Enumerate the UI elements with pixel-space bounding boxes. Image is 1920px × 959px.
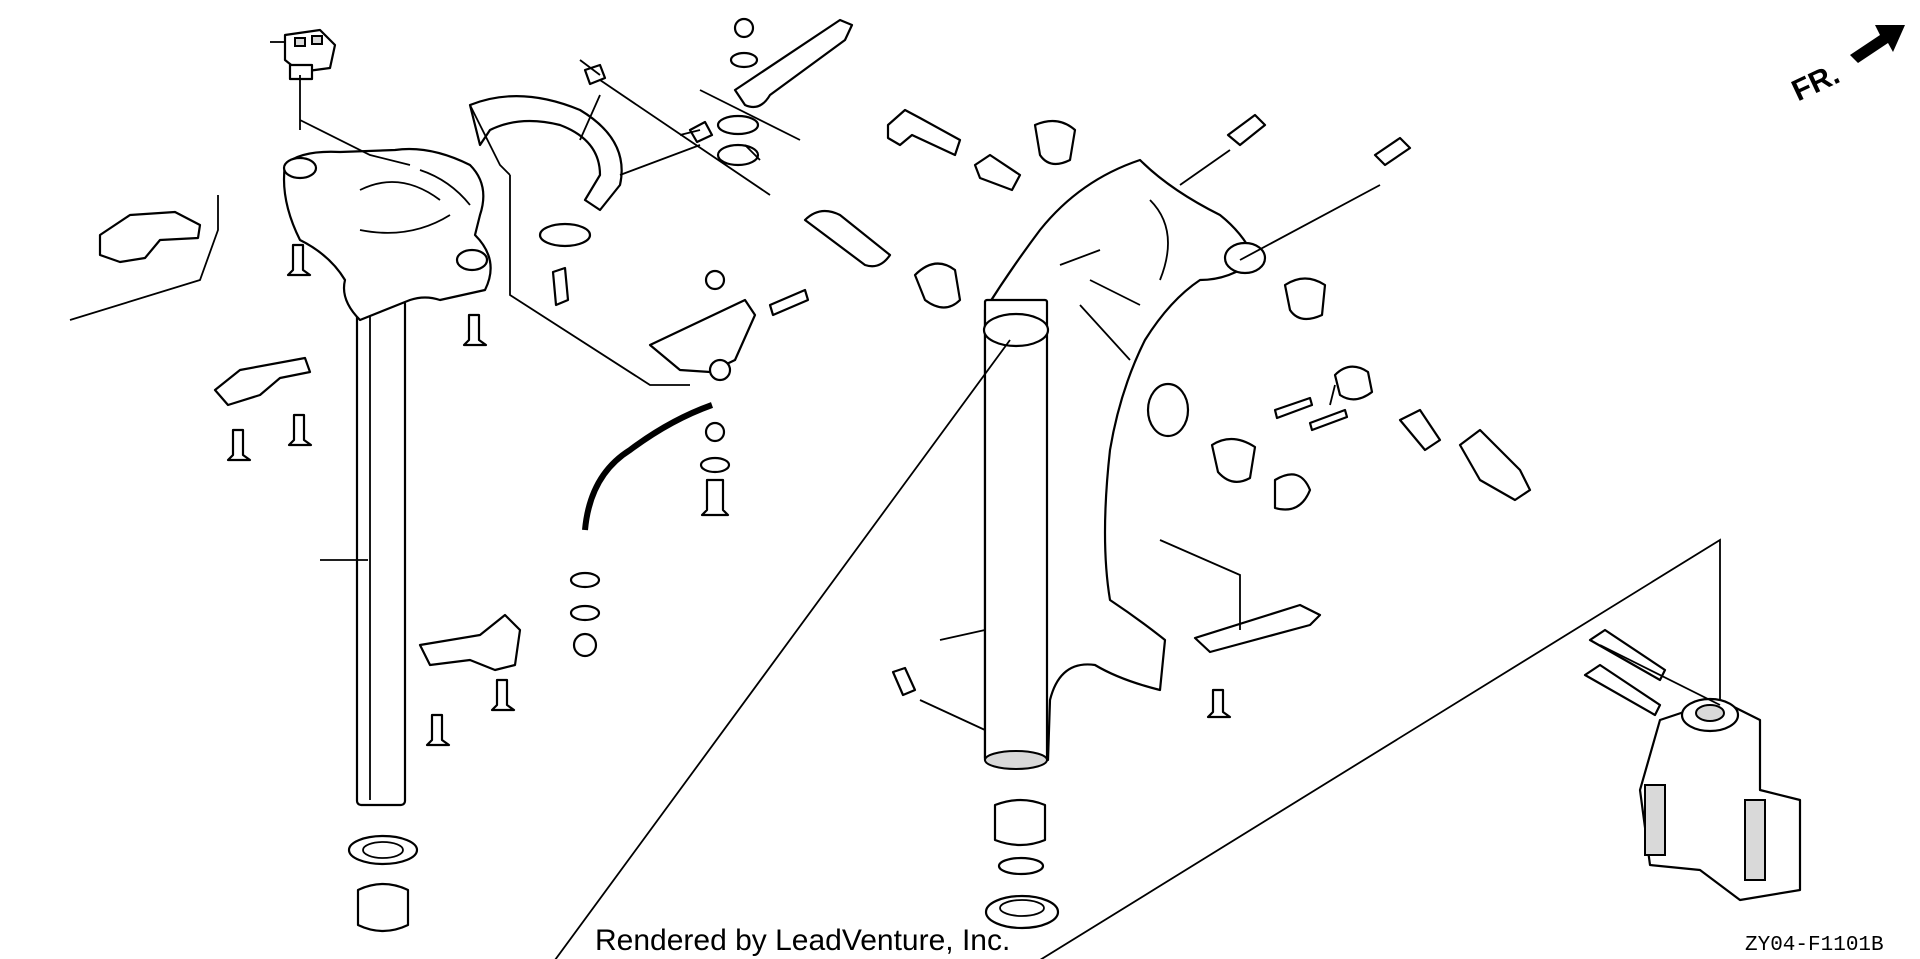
bushing-19-upper-part <box>913 262 962 309</box>
bushing-11-lower-part <box>1283 277 1327 321</box>
bracket-18-part <box>648 298 757 374</box>
front-direction-arrow <box>1850 25 1905 63</box>
washer-10-lower-part <box>538 222 592 248</box>
front-direction-label: FR. <box>1787 58 1845 108</box>
fitting-34-right-part <box>1373 136 1412 167</box>
clip-block-part <box>283 28 337 81</box>
bushing-9-center-part <box>993 798 1047 847</box>
bolt-21-a-part <box>226 428 252 462</box>
washer-31-c-part <box>569 604 601 622</box>
washer-10-upper-part <box>716 143 760 167</box>
bolt-23-right-part <box>462 313 488 347</box>
arc-bracket-13-part <box>468 95 623 212</box>
rendered-by-credit: Rendered by LeadVenture, Inc. <box>595 924 1010 957</box>
fitting-16-part <box>1333 365 1374 401</box>
bolt-21-c-part <box>490 678 516 712</box>
bolt-39-lower-part <box>688 120 714 144</box>
bolt-39-upper-part <box>583 63 607 86</box>
bolt-25-part <box>768 288 810 317</box>
bolt-23-left-part <box>286 243 312 277</box>
nut-29-bottom-part <box>572 632 598 658</box>
bolt-21-b-part <box>287 413 313 447</box>
pin-26-part <box>551 266 570 307</box>
steering-shaft-part <box>282 147 492 807</box>
swivel-case-part <box>982 158 1267 770</box>
bracket-6-lower-part <box>418 613 522 672</box>
clip-38-part <box>1273 473 1312 511</box>
pin-17-lower-part <box>1458 428 1532 502</box>
bushing-19-lower-part <box>1210 437 1257 483</box>
bracket-6-upper-part <box>213 356 312 407</box>
bolt-21-e-part <box>1206 688 1232 719</box>
nut-27-part <box>708 358 732 382</box>
washer-30-part <box>347 834 419 866</box>
washer-31-a-part <box>699 456 731 474</box>
washer-33-part <box>716 114 760 136</box>
washer-31-b-part <box>569 571 601 589</box>
bushing-11-upper-part <box>1033 119 1077 166</box>
nut-29-top-part <box>704 269 726 291</box>
pin-17-upper-part <box>886 108 962 157</box>
bolt-21-d-part <box>425 713 451 747</box>
bracket-2-part <box>1193 603 1322 654</box>
rod-1-part <box>582 402 714 531</box>
nut-36-part <box>704 421 726 443</box>
nut-28-part <box>733 17 755 39</box>
leader-lines <box>69 41 1721 959</box>
washer-32-part <box>729 51 759 69</box>
spring-37-a-part <box>1273 396 1314 420</box>
bushing-15-upper-part <box>973 153 1022 192</box>
pin-20-part <box>803 209 892 268</box>
spring-37-b-part <box>1308 408 1349 432</box>
bushing-15-lower-part <box>1398 408 1442 452</box>
bushing-9-left-part <box>356 882 410 933</box>
oring-35-part <box>997 856 1045 876</box>
clamp-5-part <box>1638 697 1802 902</box>
fitting-34-upper-part <box>1226 113 1267 147</box>
bolt-24-lower-part <box>1583 663 1662 717</box>
bolt-22-part <box>700 478 730 517</box>
diagram-code: ZY04-F1101B <box>1745 934 1884 957</box>
bracket-7-part <box>98 210 202 264</box>
fitting-34-lower-part <box>891 666 917 697</box>
lever-14-part <box>733 18 854 109</box>
